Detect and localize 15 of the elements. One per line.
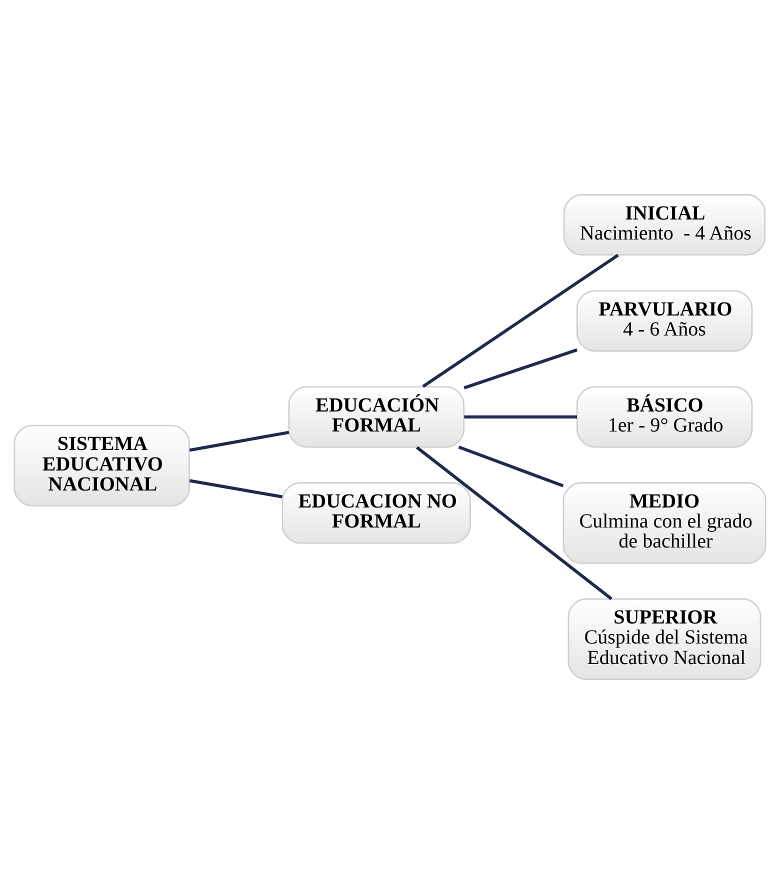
node-box: BÁSICO 1er - 9° Grado [576, 386, 753, 448]
connector [464, 414, 578, 418]
connector [464, 348, 578, 389]
connector [189, 430, 290, 452]
node-box: EDUCACION NO FORMAL [282, 482, 471, 544]
node-box: SUPERIOR Cúspide del Sistema Educativo Nacional [568, 598, 762, 680]
node-box: MEDIO Culmina con el grado de bachiller [562, 482, 766, 564]
node-box: INICIAL Nacimiento - 4 Años [563, 194, 766, 256]
node-box: PARVULARIO 4 - 6 Años [576, 290, 753, 352]
node-box: EDUCACIÓN FORMAL [288, 386, 465, 448]
connector [458, 445, 564, 487]
node-box: SISTEMA EDUCATIVO NACIONAL [14, 424, 190, 506]
connector [416, 446, 612, 600]
connector [189, 478, 283, 498]
connector [422, 253, 619, 388]
